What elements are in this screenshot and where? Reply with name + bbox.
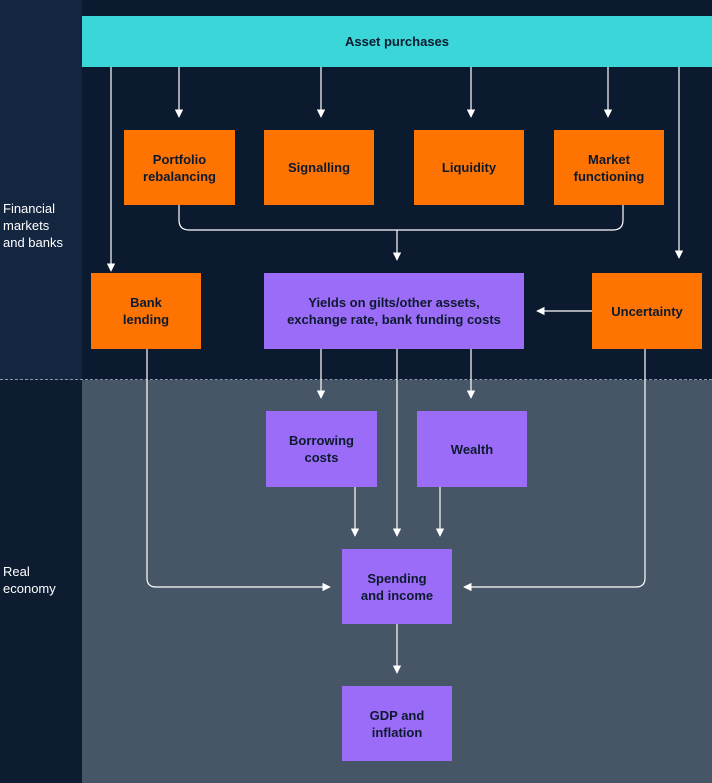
liquidity-box: Liquidity xyxy=(414,130,524,205)
gdp-inflation-box: GDP and inflation xyxy=(342,686,452,761)
arrow-uncertainty-to-spending xyxy=(463,349,646,592)
channels-bracket xyxy=(178,205,624,231)
section-divider xyxy=(0,379,712,380)
financial-section-label: Financial markets and banks xyxy=(3,201,63,250)
market-functioning-box: Market functioning xyxy=(554,130,664,205)
spending-income-box: Spending and income xyxy=(342,549,452,624)
portfolio-rebalancing-box: Portfolio rebalancing xyxy=(124,130,235,205)
signalling-box: Signalling xyxy=(264,130,374,205)
yields-box: Yields on gilts/other assets, exchange r… xyxy=(264,273,524,349)
borrowing-costs-box: Borrowing costs xyxy=(266,411,377,487)
real-economy-section-label: Real economy xyxy=(3,564,56,596)
real-economy-section-sidebar xyxy=(0,380,82,783)
uncertainty-box: Uncertainty xyxy=(592,273,702,349)
arrow-bank-lending-to-spending xyxy=(146,349,331,592)
financial-section-sidebar xyxy=(0,0,82,380)
bank-lending-box: Bank lending xyxy=(91,273,201,349)
asset-purchases-box: Asset purchases xyxy=(82,16,712,67)
wealth-box: Wealth xyxy=(417,411,527,487)
